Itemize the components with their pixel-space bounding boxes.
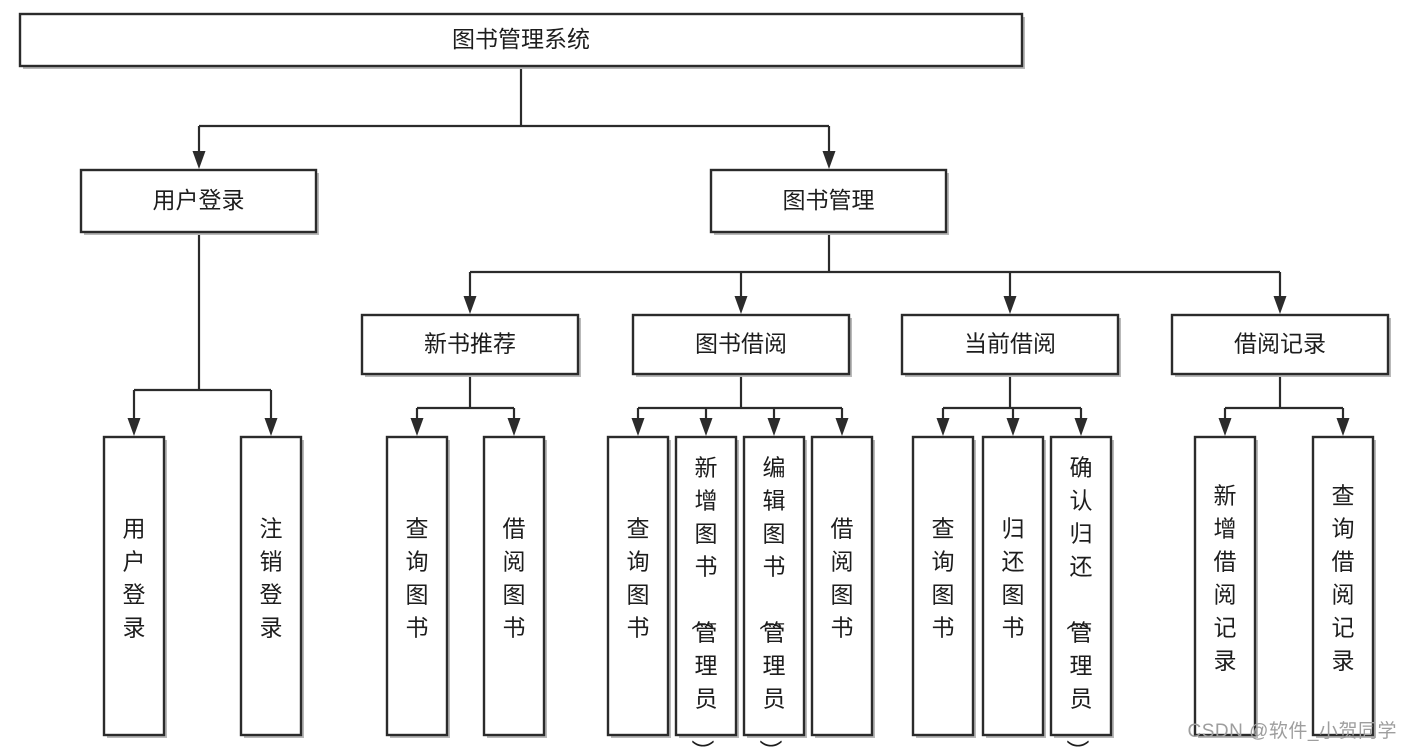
node-box [239, 435, 303, 737]
node-label: 查询图书 [932, 516, 955, 641]
arrow-head-icon [631, 418, 645, 436]
node-book-borrow[interactable]: 图书借阅 [631, 313, 852, 377]
node-box [709, 168, 948, 234]
node-label: 图书借阅 [695, 331, 787, 357]
node-label: 用户登录 [123, 516, 146, 641]
node-box [1170, 313, 1390, 376]
node-box [1193, 435, 1257, 737]
node-new-book-rec[interactable]: 新书推荐 [360, 313, 581, 377]
arrow-head-icon [767, 418, 781, 436]
node-leaf-user-login[interactable]: 用户登录 [102, 435, 167, 738]
arrow-head-icon [1218, 418, 1232, 436]
node-user-login[interactable]: 用户登录 [79, 168, 319, 235]
node-label: 用户登录 [153, 187, 245, 213]
node-label: 归还图书 [1002, 516, 1025, 641]
node-box [674, 435, 738, 737]
node-box [981, 435, 1045, 737]
node-label: 确认归还（管理员） [1065, 455, 1093, 747]
node-label: 图书管理 [783, 187, 875, 213]
node-box [360, 313, 580, 376]
arrow-head-icon [699, 418, 713, 436]
node-box [18, 12, 1024, 68]
node-box [742, 435, 806, 737]
arrow-head-icon [1074, 418, 1088, 436]
node-label: 查询借阅记录 [1332, 483, 1355, 674]
node-label: 借阅图书 [831, 516, 854, 641]
node-book-manage[interactable]: 图书管理 [709, 168, 949, 235]
arrow-head-icon [264, 418, 278, 436]
arrow-head-icon [822, 151, 836, 169]
arrow-head-icon [410, 418, 424, 436]
node-leaf-rec-search[interactable]: 查询借阅记录 [1311, 435, 1376, 738]
arrow-head-icon [127, 418, 141, 436]
node-leaf-rec-query[interactable]: 查询图书 [385, 435, 450, 738]
arrow-head-icon [192, 151, 206, 169]
arrow-head-icon [507, 418, 521, 436]
node-label: 注销登录 [260, 516, 283, 641]
arrow-head-icon [835, 418, 849, 436]
node-label: 新书推荐 [424, 331, 516, 357]
node-current-borrow[interactable]: 当前借阅 [900, 313, 1121, 377]
node-leaf-borrow-edit[interactable]: 编辑图书（管理员） [742, 435, 807, 747]
node-box [1311, 435, 1375, 737]
node-label: 新增借阅记录 [1214, 483, 1237, 674]
node-box [606, 435, 670, 737]
node-leaf-cur-query[interactable]: 查询图书 [911, 435, 976, 738]
node-root[interactable]: 图书管理系统 [18, 12, 1025, 69]
arrow-head-icon [1273, 296, 1287, 314]
node-label: 新增图书（管理员） [690, 455, 718, 747]
node-box [1049, 435, 1113, 737]
node-label: 编辑图书（管理员） [758, 455, 786, 747]
node-leaf-borrow-add[interactable]: 新增图书（管理员） [674, 435, 739, 747]
node-box [900, 313, 1120, 376]
node-label: 当前借阅 [964, 331, 1056, 357]
node-leaf-rec-borrow[interactable]: 借阅图书 [482, 435, 547, 738]
node-leaf-cur-return[interactable]: 归还图书 [981, 435, 1046, 738]
arrow-head-icon [1006, 418, 1020, 436]
node-label: 借阅记录 [1234, 331, 1326, 357]
node-label: 图书管理系统 [452, 26, 590, 52]
node-label: 查询图书 [627, 516, 650, 641]
node-label: 借阅图书 [503, 516, 526, 641]
node-box [385, 435, 449, 737]
node-leaf-borrow-do[interactable]: 借阅图书 [810, 435, 875, 738]
node-leaf-borrow-query[interactable]: 查询图书 [606, 435, 671, 738]
arrow-head-icon [1336, 418, 1350, 436]
arrow-head-icon [734, 296, 748, 314]
node-box [631, 313, 851, 376]
arrow-head-icon [936, 418, 950, 436]
node-box [102, 435, 166, 737]
node-leaf-cur-confirm[interactable]: 确认归还（管理员） [1049, 435, 1114, 747]
arrow-head-icon [1003, 296, 1017, 314]
node-borrow-record[interactable]: 借阅记录 [1170, 313, 1391, 377]
node-box [482, 435, 546, 737]
node-box [810, 435, 874, 737]
edges-layer [127, 66, 1350, 436]
node-label: 查询图书 [406, 516, 429, 641]
node-box [911, 435, 975, 737]
node-leaf-user-logout[interactable]: 注销登录 [239, 435, 304, 738]
node-leaf-rec-add[interactable]: 新增借阅记录 [1193, 435, 1258, 738]
nodes-layer: 图书管理系统用户登录图书管理新书推荐图书借阅当前借阅借阅记录用户登录注销登录查询… [18, 12, 1391, 747]
arrow-head-icon [463, 296, 477, 314]
node-box [79, 168, 318, 234]
